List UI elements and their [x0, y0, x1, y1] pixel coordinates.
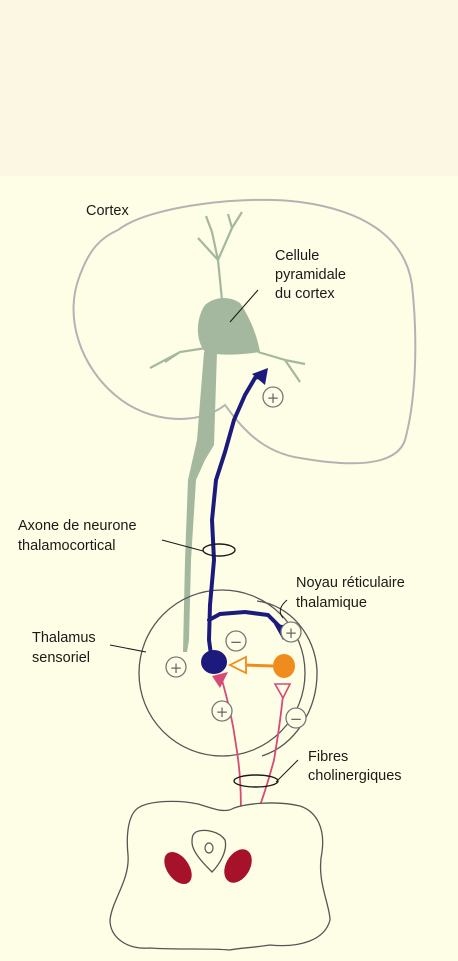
- label-thalamus-line2: sensoriel: [32, 650, 90, 666]
- brainstem-outline: [110, 801, 330, 950]
- label-cortex: Cortex: [86, 203, 129, 219]
- label-pyramidal-line1: Cellule: [275, 248, 319, 264]
- sign-minus-upper-text: −: [230, 633, 243, 651]
- thalamocortical-axon-main: [209, 376, 262, 662]
- label-fibres-line1: Fibres: [308, 749, 348, 765]
- cholinergic-terminal-reticular: [275, 684, 290, 698]
- label-axon-line2: thalamocortical: [18, 538, 116, 554]
- sign-plus-thalamus: +: [166, 657, 186, 677]
- thalamocortical-neuron: [209, 376, 283, 662]
- label-thalamus-line1: Thalamus: [32, 630, 96, 646]
- sign-plus-reticular-text: +: [285, 624, 298, 642]
- reticular-inhibitory-terminal: [230, 657, 246, 673]
- sign-plus-thalamus-text: +: [170, 659, 183, 677]
- cholinergic-terminal-thalamic: [212, 672, 228, 688]
- label-pyramidal-line3: du cortex: [275, 286, 335, 302]
- sign-minus-cholinergic: −: [286, 708, 306, 728]
- label-axon-line1: Axone de neurone: [18, 518, 137, 534]
- sign-minus-reticular-upper: −: [226, 631, 246, 651]
- leader-fibres: [276, 760, 298, 782]
- reticular-soma: [273, 654, 295, 678]
- label-reticular-line1: Noyau réticulaire: [296, 575, 405, 591]
- label-pyramidal-line2: pyramidale: [275, 267, 346, 283]
- sign-plus-cholinergic-text: +: [216, 703, 229, 721]
- leader-axon: [162, 540, 203, 551]
- axon-bundle-ring: [203, 544, 235, 556]
- label-reticular-line2: thalamique: [296, 595, 367, 611]
- sign-plus-cortex: +: [263, 387, 283, 407]
- sign-plus-cholinergic: +: [212, 701, 232, 721]
- sign-minus-cholinergic-text: −: [290, 710, 303, 728]
- brainstem: [110, 801, 330, 950]
- reticular-axon: [244, 665, 273, 666]
- thalamocortical-collateral: [209, 612, 283, 630]
- pyramidal-apical-dendrite: [198, 212, 242, 300]
- thalamocortical-soma: [201, 650, 227, 674]
- sign-plus-reticular: +: [281, 622, 301, 642]
- leader-thalamus: [110, 645, 146, 652]
- pyramidal-soma: [198, 298, 260, 355]
- label-fibres-line2: cholinergiques: [308, 768, 402, 784]
- sign-plus-cortex-text: +: [267, 389, 280, 407]
- reticular-neuron: [230, 654, 295, 678]
